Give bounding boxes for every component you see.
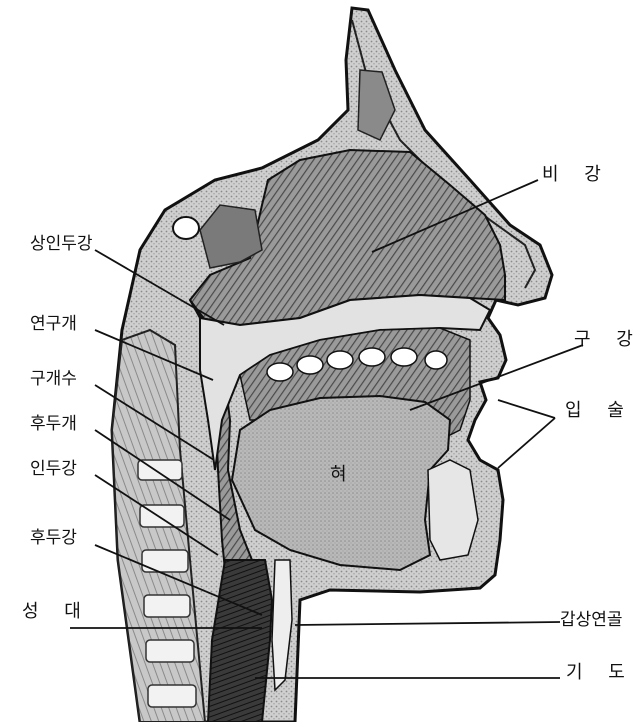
label-tongue: 혀 [330,466,347,484]
label-epiglottis: 후두개 [30,416,77,433]
sphenoid-sinus [173,217,199,239]
label-lips: 입 술 [565,402,634,420]
label-thyroid-cartilage: 갑상연골 [560,612,623,629]
label-nasal-cavity: 비 강 [542,166,611,184]
label-vocal-cords: 성 대 [22,603,91,621]
label-oral-cavity: 구 강 [574,331,643,349]
leader-thyroid [295,622,560,625]
label-soft-palate: 연구개 [30,316,77,333]
label-nasopharynx: 상인두강 [30,236,93,253]
mandible [428,460,478,560]
label-trachea: 기 도 [566,664,635,682]
label-larynx: 후두강 [30,530,77,547]
leader-lips-lower [498,418,555,468]
label-uvula: 구개수 [30,371,77,388]
leader-lips-upper [498,400,555,418]
label-pharynx: 인두강 [30,461,77,478]
